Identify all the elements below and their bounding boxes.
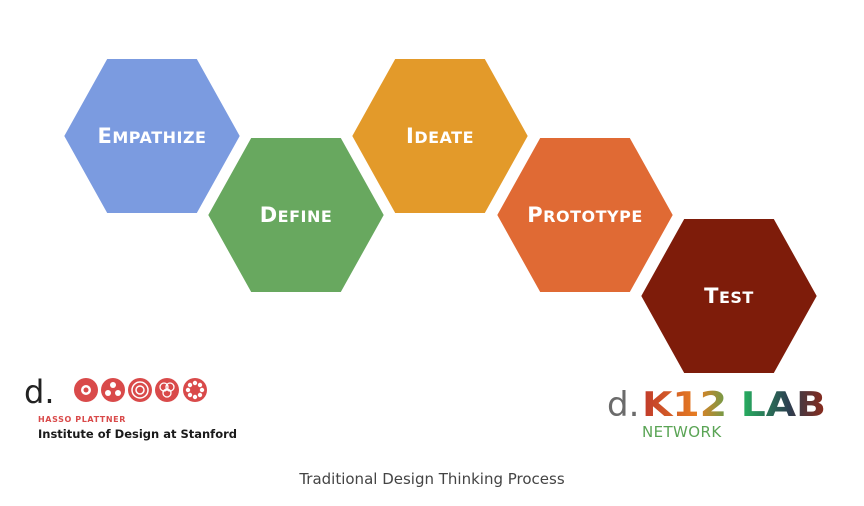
hexagon-test-shape [636,215,822,377]
hexagon-ideate-shape [347,55,533,217]
hexagon-empathize-label: EMPATHIZE [98,124,207,148]
dschool-rosettes-icon [74,378,207,402]
hexagon-empathize-shape [59,55,245,217]
hexagon-prototype-label: PROTOTYPE [527,203,643,227]
hexagon-prototype: PROTOTYPE [492,134,678,296]
dschool-mark: d. [24,373,54,411]
hexagon-test-label: TEST [704,284,754,308]
k12-lab-logo: d. K12 LAB NETWORK [607,385,826,441]
hexagon-empathize: EMPATHIZE [59,55,245,217]
hexagon-define-shape [203,134,389,296]
hexagon-define: DEFINE [203,134,389,296]
hexagon-define-label: DEFINE [260,203,333,227]
k12-network-label: NETWORK [642,423,722,441]
dschool-hasso-plattner: HASSO PLATTNER [38,415,126,424]
hexagon-test: TEST [636,215,822,377]
figure-caption: Traditional Design Thinking Process [299,470,565,488]
hexagon-ideate: IDEATE [347,55,533,217]
k12-mark: d. [607,385,639,425]
dschool-institute-name: Institute of Design at Stanford [38,427,237,441]
hexagon-prototype-shape [492,134,678,296]
dschool-logo: d. HASSO PLATTNER Institute of Design at… [24,373,237,441]
k12-lab-title: K12 LAB [642,385,826,425]
stage-hexagons: EMPATHIZE DEFINE IDEATE PROTOTYPE TEST [59,55,822,377]
hexagon-ideate-label: IDEATE [406,124,474,148]
